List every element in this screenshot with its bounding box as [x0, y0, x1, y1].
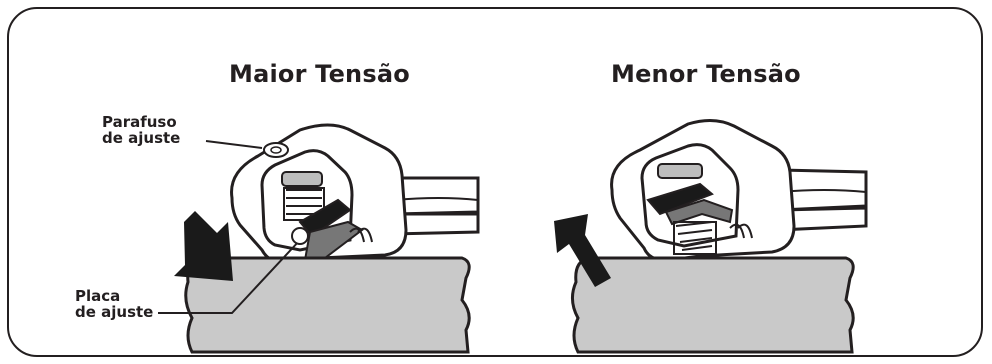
adjustment-plate-left	[303, 220, 364, 262]
arrow-down-icon	[174, 211, 233, 281]
right-panel-illustration	[554, 119, 868, 354]
clamp-block-right	[646, 182, 714, 216]
label-adjustment-screw-line2: de ajuste	[102, 129, 181, 147]
label-adjustment-plate-line2: de ajuste	[75, 303, 154, 321]
arrow-up-icon	[554, 214, 611, 287]
label-adjustment-plate: Placa de ajuste	[75, 288, 153, 320]
strap-rear	[393, 176, 480, 216]
clamp-block-left	[298, 198, 352, 238]
label-adjustment-screw-line1: Parafuso	[102, 113, 177, 131]
label-adjustment-screw: Parafuso de ajuste	[102, 114, 180, 146]
title-lower-tension: Menor Tensão	[611, 60, 801, 88]
diagram-frame	[7, 7, 983, 357]
label-adjustment-plate-line1: Placa	[75, 287, 121, 305]
left-panel-illustration	[158, 123, 480, 354]
title-higher-tension: Maior Tensão	[229, 60, 410, 88]
adjustment-plate-right	[664, 198, 734, 226]
fabric-right	[571, 256, 855, 354]
